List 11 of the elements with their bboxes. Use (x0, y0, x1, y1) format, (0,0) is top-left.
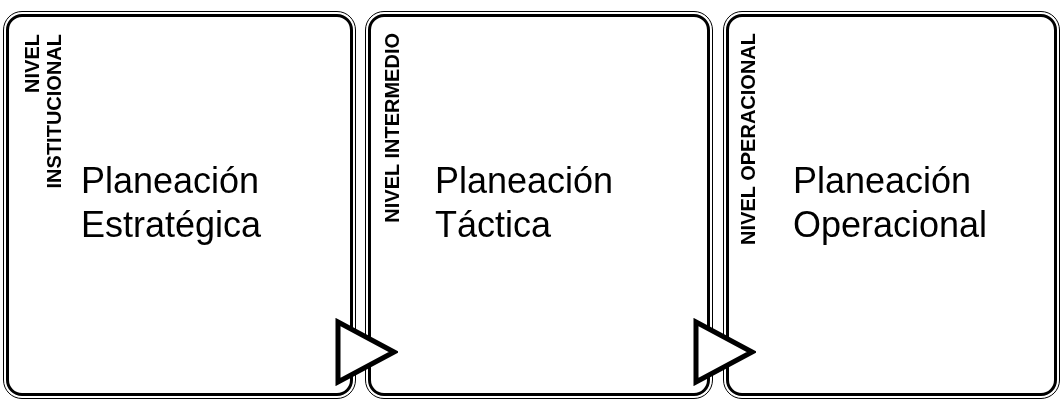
arrow (335, 319, 397, 385)
level-panel (368, 14, 710, 396)
level-label: NIVEL INTERMEDIO (381, 33, 403, 225)
arrow (693, 319, 755, 385)
level-label: NIVEL INSTITUCIONAL (21, 34, 65, 191)
level-label: NIVEL OPERACIONAL (737, 33, 759, 247)
level-panel (726, 14, 1057, 396)
level-panel (6, 14, 353, 396)
planning-title: Planeación Táctica (435, 159, 615, 247)
planning-title: Planeación Operacional (793, 159, 989, 247)
planning-title: Planeación Estratégica (81, 159, 263, 247)
